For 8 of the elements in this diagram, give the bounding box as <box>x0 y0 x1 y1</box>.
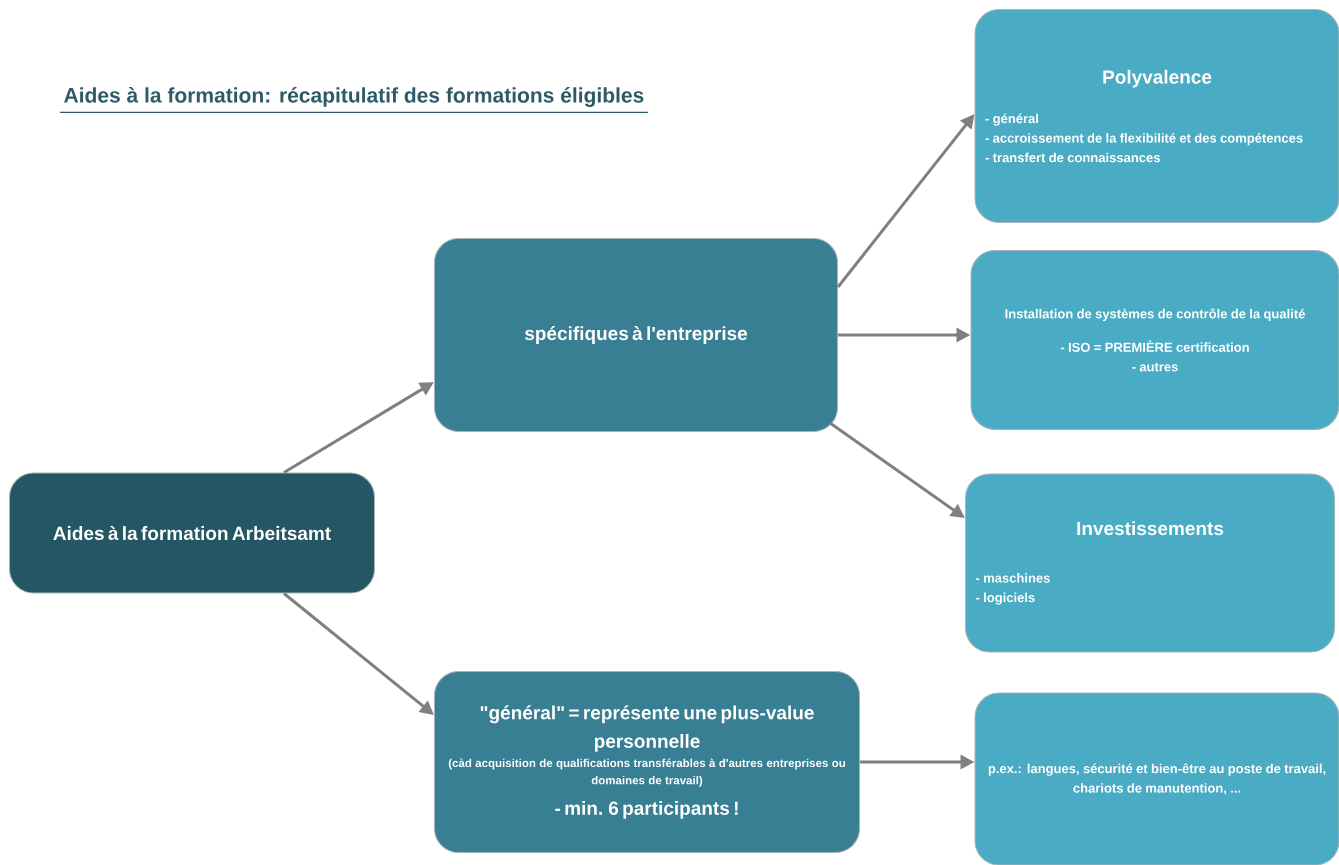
topic-box: Investissements - maschines - logiciels <box>965 473 1335 653</box>
topic-box: Polyvalence - général - accroissement de la flexibilité et des compétences - transfert de connaissances <box>974 9 1339 223</box>
category-box: "général" = représente une plus-value personnelle (càd acquisition de qualifications transférables à d'autres entreprises ou domaines de travail) - min. 6 participants ! <box>434 671 860 853</box>
topic-box: p.ex.: langues, sécurité et bien-être au poste de travail, chariots de manutention, ... <box>974 692 1339 865</box>
category-box: spécifiques à l'entreprise <box>434 238 838 432</box>
root-box: Aides à la formation Arbeitsamt <box>9 472 375 594</box>
title: Aides à la formation: récapitulatif des formations éligibles <box>59 87 649 114</box>
topic-box: Installation de systèmes de contrôle de la qualité - ISO = PREMIÈRE certification - autres <box>970 250 1339 430</box>
